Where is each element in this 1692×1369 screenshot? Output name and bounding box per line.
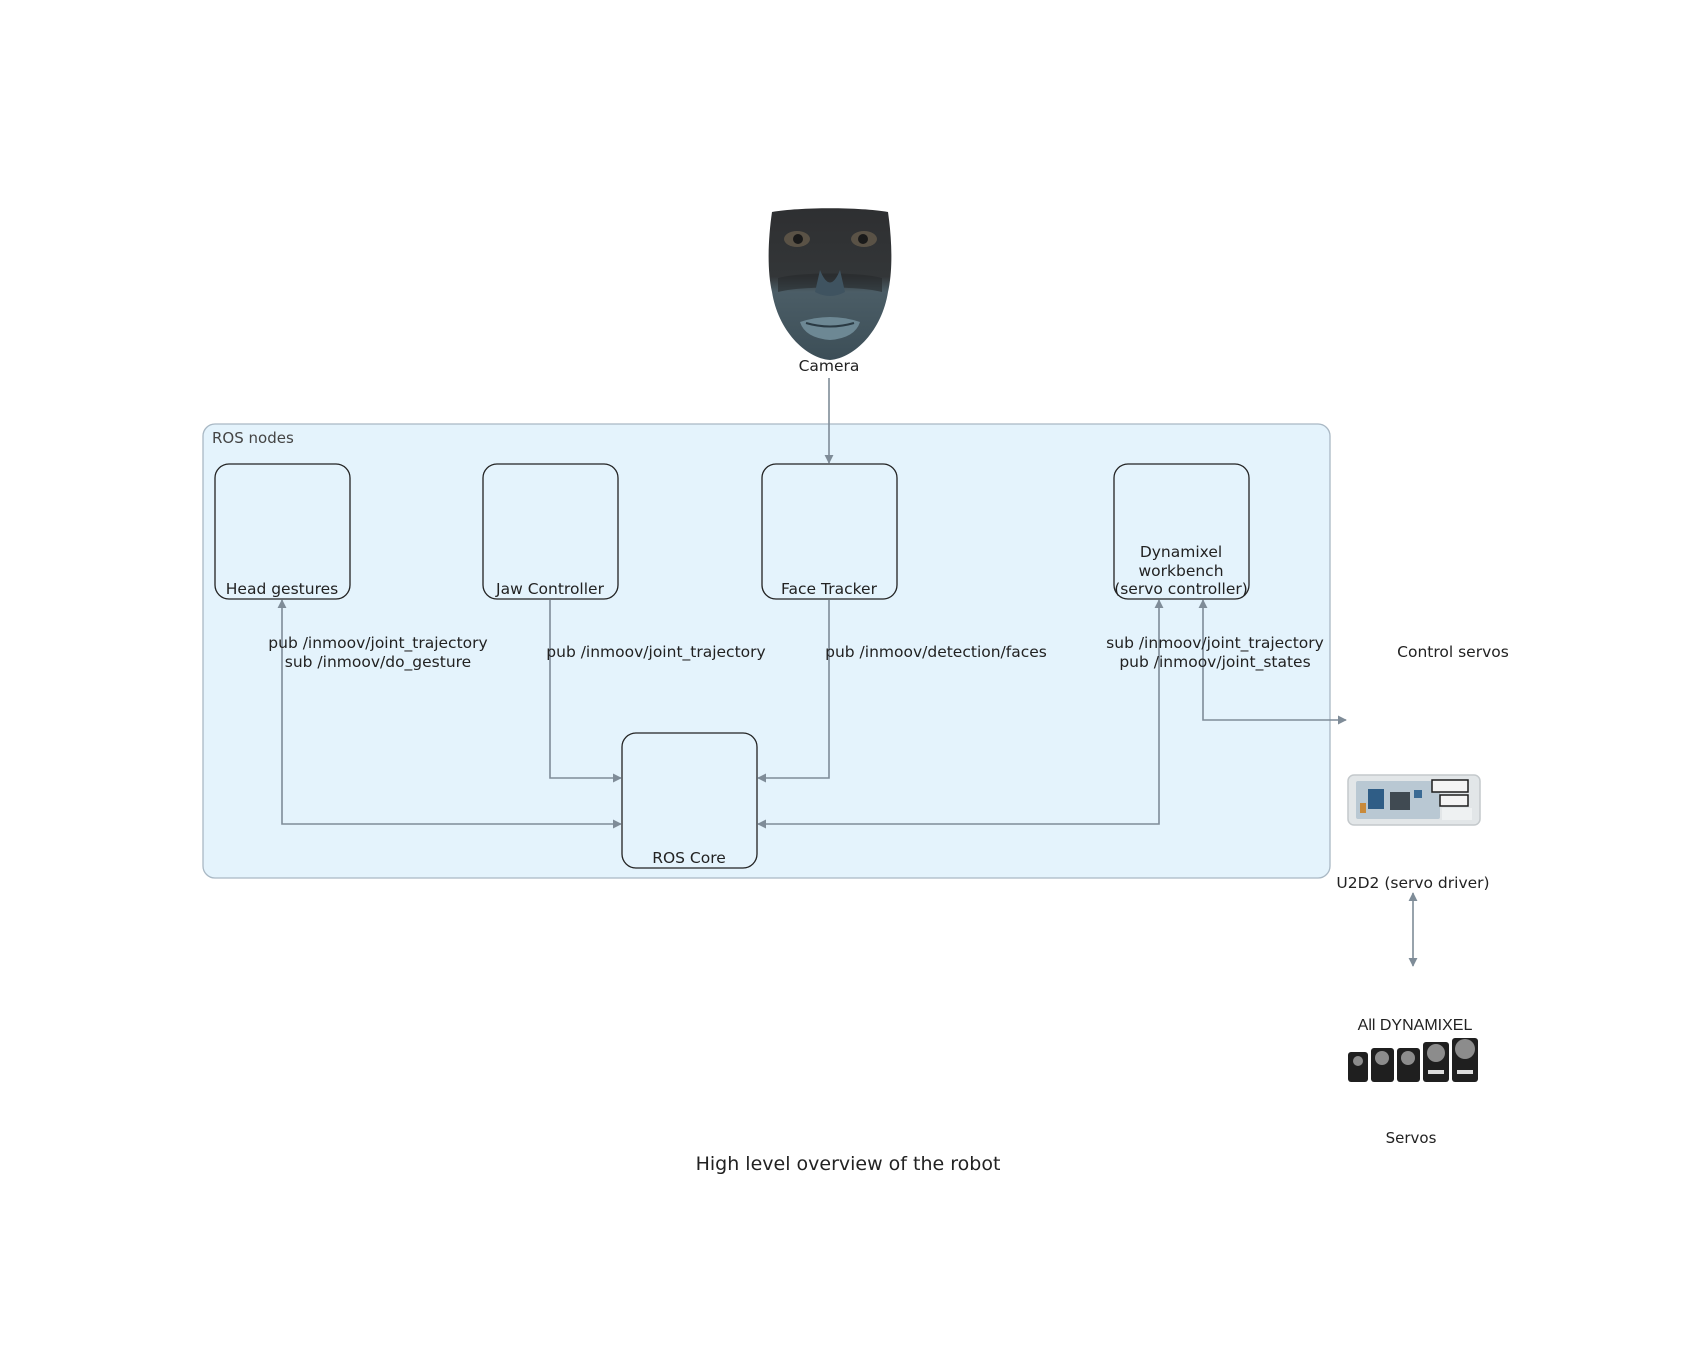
edge-dynamixel-control-servos: [1198, 599, 1347, 725]
dynamixel-edge-label-2: pub /inmoov/joint_states: [1119, 653, 1310, 672]
face-tracker-node[interactable]: [761, 463, 898, 600]
dynamixel-workbench-label-2: workbench: [1138, 562, 1223, 580]
dynamixel-edge-label-1: sub /inmoov/joint_trajectory: [1106, 634, 1324, 653]
dynamixel-workbench-label-1: Dynamixel: [1140, 543, 1222, 561]
edge-head-gestures-ros-core: [277, 599, 622, 829]
dynamixel-workbench-label-3: (servo controller): [1114, 580, 1248, 598]
u2d2-board-image: [1347, 774, 1481, 826]
camera-label: Camera: [799, 357, 860, 375]
dynamixel-servos-image: [1348, 1038, 1478, 1082]
ros-nodes-group-label: ROS nodes: [212, 429, 294, 447]
head-gestures-label: Head gestures: [226, 580, 338, 598]
head-gestures-node[interactable]: [214, 463, 351, 600]
head-gestures-edge-label-1: pub /inmoov/joint_trajectory: [268, 634, 487, 653]
edge-jaw-controller-ros-core: [549, 600, 622, 783]
u2d2-label: U2D2 (servo driver): [1336, 874, 1489, 892]
jaw-controller-node[interactable]: [482, 463, 619, 600]
robot-face-image: [768, 208, 892, 360]
control-servos-label: Control servos: [1397, 643, 1509, 661]
ros-core-label: ROS Core: [652, 849, 726, 867]
dynamixel-workbench-node[interactable]: [1113, 463, 1250, 600]
servos-label: Servos: [1386, 1129, 1437, 1147]
diagram-title: High level overview of the robot: [696, 1153, 1001, 1175]
jaw-controller-label: Jaw Controller: [495, 580, 605, 598]
edge-dynamixel-ros-core: [757, 599, 1164, 829]
ros-core-node[interactable]: [621, 732, 758, 869]
head-gestures-edge-label-2: sub /inmoov/do_gesture: [285, 653, 471, 672]
jaw-controller-edge-label: pub /inmoov/joint_trajectory: [546, 643, 765, 662]
all-dynamixel-caption: All DYNAMIXEL: [1358, 1017, 1473, 1034]
face-tracker-label: Face Tracker: [781, 580, 878, 598]
face-tracker-edge-label: pub /inmoov/detection/faces: [825, 643, 1047, 661]
